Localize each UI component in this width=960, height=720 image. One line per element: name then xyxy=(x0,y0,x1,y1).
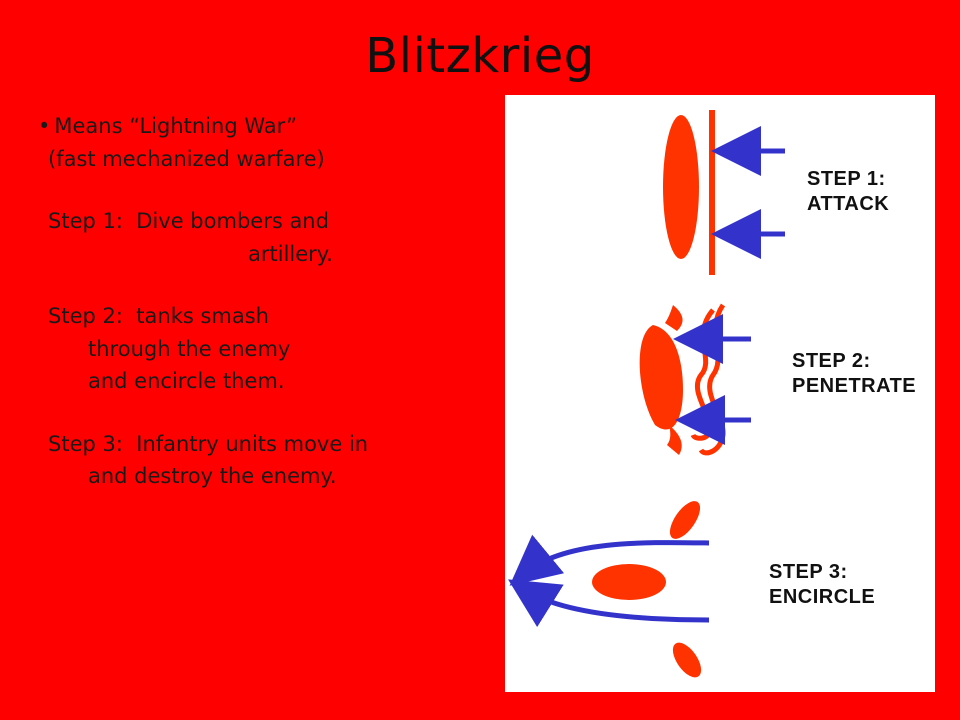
step1-label-line1: STEP 1: xyxy=(807,168,886,190)
step1-graphic xyxy=(663,110,785,275)
enemy-line-icon xyxy=(709,110,715,275)
step3-label-line1: STEP 3: xyxy=(769,561,848,583)
definition-detail: (fast mechanized warfare) xyxy=(48,146,325,171)
step2-text-line1: Step 2: tanks smash xyxy=(48,304,269,329)
slide-text: Means “Lightning War” (fast mechanized w… xyxy=(48,110,488,493)
step3-text-line1: Step 3: Infantry units move in xyxy=(48,431,369,456)
enemy-force-icon xyxy=(665,305,683,331)
enemy-force-icon xyxy=(592,564,666,600)
enemy-force-icon xyxy=(669,501,701,539)
enemy-force-icon xyxy=(639,325,683,430)
step2-label-line2: PENETRATE xyxy=(792,375,917,397)
arrow-icon xyxy=(508,579,710,628)
step2-label: STEP 2: PENETRATE xyxy=(792,349,916,399)
definition-line: Means “Lightning War” xyxy=(48,110,488,143)
step1-text-line2: artillery. xyxy=(248,241,333,266)
step3-label-line2: ENCIRCLE xyxy=(769,586,876,608)
step2-text-line3: and encircle them. xyxy=(88,369,285,394)
diagram-graphic xyxy=(508,110,785,678)
enemy-force-icon xyxy=(667,425,682,455)
step2-label-line1: STEP 2: xyxy=(792,350,871,372)
step2-graphic xyxy=(639,303,751,456)
arrow-icon xyxy=(509,534,710,586)
step1-text-line1: Step 1: Dive bombers and xyxy=(48,209,329,234)
step3-graphic xyxy=(508,501,710,678)
step2-text-line2: through the enemy xyxy=(88,336,291,361)
blitzkrieg-diagram: STEP 1: ATTACK STEP 2: PENETRATE STEP 3:… xyxy=(505,95,935,692)
step1-label-line2: ATTACK xyxy=(807,193,890,215)
enemy-force-icon xyxy=(672,642,702,678)
slide-title: Blitzkrieg xyxy=(365,28,595,84)
step1-label: STEP 1: ATTACK xyxy=(807,167,889,217)
enemy-force-icon xyxy=(663,115,699,259)
step3-label: STEP 3: ENCIRCLE xyxy=(769,560,875,610)
step3-text-line2: and destroy the enemy. xyxy=(88,464,337,489)
